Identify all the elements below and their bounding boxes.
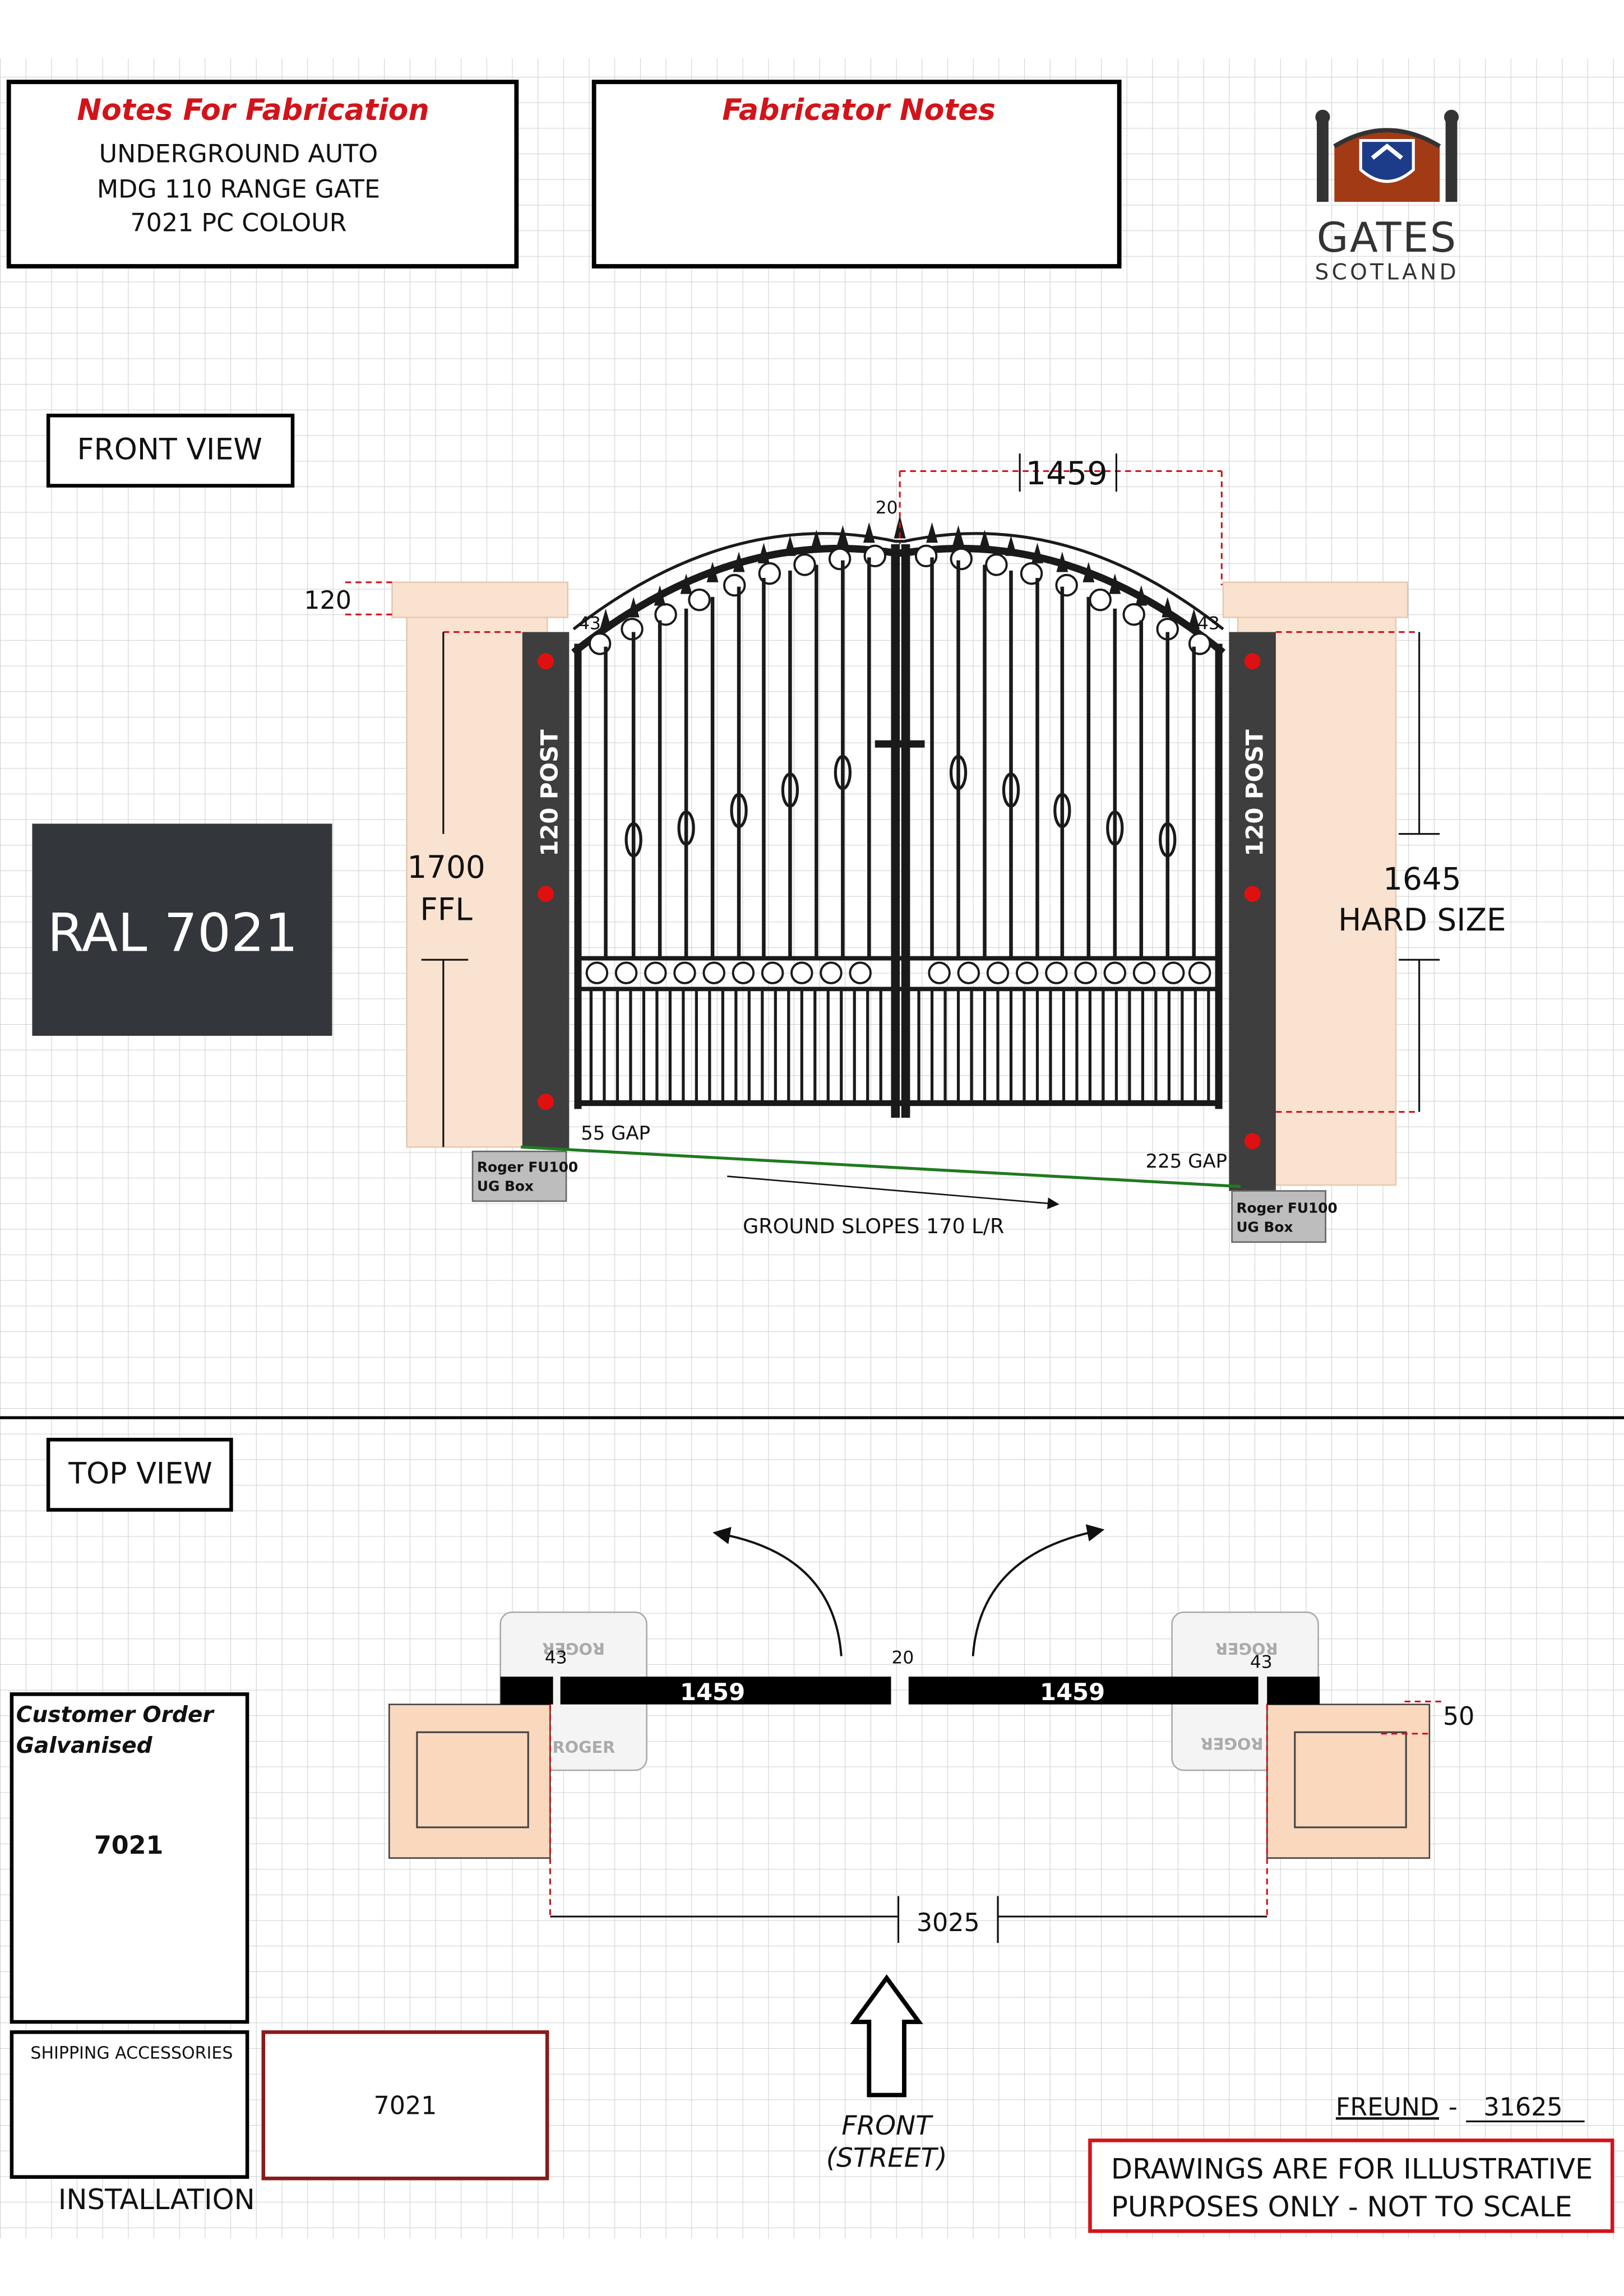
gap-left-label: 55 GAP: [581, 1123, 650, 1145]
ral-colour-label: RAL 7021: [47, 902, 298, 964]
customer-order-line1: Customer Order: [16, 1702, 215, 1728]
post-gap-left-dim: 43: [579, 613, 601, 633]
top-view-label: TOP VIEW: [68, 1457, 212, 1491]
fabricator-notes-box: [591, 80, 1122, 269]
gap-right-label: 225 GAP: [1146, 1151, 1227, 1173]
top-leaf-left: [560, 1677, 891, 1705]
top-pillar-right: [1266, 1704, 1431, 1859]
notes-line-2: MDG 110 RANGE GATE: [97, 175, 380, 203]
right-post-label: 120 POST: [1241, 729, 1268, 857]
gate-finials: [600, 515, 1200, 629]
motor-left-brand-top: ROGER: [542, 1639, 605, 1658]
hard-size-value: 1645: [1383, 861, 1461, 897]
top-post-left: [500, 1677, 553, 1705]
ground-slope-arrow: [727, 1175, 1059, 1210]
front-arrow-icon: [850, 1974, 923, 2098]
motor-right-brand-top: ROGER: [1215, 1639, 1278, 1658]
top-centre-gap-dim: 20: [891, 1648, 914, 1668]
top-post-right: [1267, 1677, 1320, 1705]
top-view-label-box: [46, 1437, 233, 1512]
ground-slope-note: GROUND SLOPES 170 L/R: [743, 1214, 1004, 1238]
ug-box-left-line2: UG Box: [477, 1178, 534, 1195]
shipping-accessories-label: SHIPPING ACCESSORIES: [30, 2043, 233, 2063]
notes-title: Notes For Fabrication: [77, 94, 429, 127]
colour-box-value: 7021: [374, 2091, 437, 2120]
gate-lower-bars: [589, 989, 1210, 1103]
notes-line-1: UNDERGROUND AUTO: [99, 140, 378, 169]
hard-size-label: HARD SIZE: [1338, 902, 1506, 938]
fabricator-notes-title: Fabricator Notes: [722, 94, 996, 127]
motor-right-brand-bottom: ROGER: [1201, 1734, 1264, 1753]
top-pillar-left: [388, 1704, 551, 1859]
dimension-lines-top: [549, 1700, 1443, 1917]
ffl-height-value: 1700: [407, 849, 485, 885]
disclaimer-box: [1088, 2138, 1614, 2233]
installation-label: INSTALLATION: [58, 2183, 255, 2216]
logo-name: GATES: [1317, 214, 1458, 262]
reference-name: FREUND: [1336, 2093, 1439, 2122]
front-label-line1: FRONT: [841, 2110, 933, 2141]
swing-arrow-left: [712, 1526, 843, 1656]
customer-order-line2: Galvanised: [16, 1733, 153, 1758]
ug-box-left-line1: Roger FU100: [477, 1159, 578, 1175]
gate-front: [571, 532, 1226, 1118]
gate-decorative-rings: [585, 544, 1211, 984]
left-post-label: 120 POST: [535, 729, 563, 857]
top-post-gap-left-dim: 43: [545, 1648, 567, 1668]
top-leaf-right: [908, 1677, 1259, 1705]
disclaimer-line2: PURPOSES ONLY - NOT TO SCALE: [1111, 2191, 1572, 2223]
reference-number: 31625: [1484, 2093, 1563, 2122]
ug-box-left: [471, 1150, 567, 1202]
right-post: [1229, 632, 1276, 1191]
gate-latch: [875, 740, 925, 748]
top-leaf-left-dim: 1459: [680, 1678, 745, 1706]
opening-width-dim: 3025: [917, 1909, 980, 1937]
motor-left-brand-bottom: ROGER: [552, 1738, 615, 1757]
ral-colour-swatch: [32, 823, 332, 1036]
notes-box: [6, 80, 519, 269]
shipping-accessories-box: [10, 2030, 249, 2179]
notes-line-3: 7021 PC COLOUR: [130, 209, 346, 237]
colour-box: [261, 2030, 549, 2181]
swing-arrow-right: [971, 1524, 1105, 1656]
gate-basket-twists: [624, 754, 1177, 858]
disclaimer-line1: DRAWINGS ARE FOR ILLUSTRATIVE: [1111, 2152, 1593, 2185]
cap-height-dim: 120: [304, 586, 351, 615]
top-post-gap-right-dim: 43: [1250, 1652, 1273, 1672]
logo-sub: SCOTLAND: [1315, 260, 1459, 285]
dimension-lines-front: [345, 470, 1419, 1113]
gates-scotland-logo: GATES SCOTLAND: [1315, 109, 1459, 285]
leaf-width-dim: 1459: [1026, 455, 1108, 492]
ug-box-right: [1231, 1190, 1326, 1243]
post-offset-dim: 50: [1443, 1702, 1474, 1731]
hinge-points: [538, 653, 1261, 1150]
front-view-label-box: [46, 413, 295, 488]
ffl-height-unit: FFL: [420, 892, 473, 928]
customer-order-box: [10, 1692, 249, 2024]
opening-dimension: [550, 1896, 1267, 1943]
ug-box-right-line2: UG Box: [1236, 1219, 1293, 1235]
dimension-lines-black: [421, 453, 1440, 1147]
gate-vertical-bars: [604, 557, 1196, 959]
front-view-label: FRONT VIEW: [77, 433, 262, 467]
top-gap-dim: 20: [876, 498, 898, 518]
front-label-line2: (STREET): [826, 2142, 947, 2173]
top-leaf-right-dim: 1459: [1040, 1678, 1105, 1706]
reference-sep: -: [1449, 2093, 1458, 2122]
post-gap-right-dim: 43: [1197, 613, 1220, 633]
ground-slope-line: [521, 1145, 1241, 1188]
ug-box-right-line1: Roger FU100: [1236, 1200, 1337, 1216]
customer-order-value: 7021: [94, 1831, 163, 1860]
